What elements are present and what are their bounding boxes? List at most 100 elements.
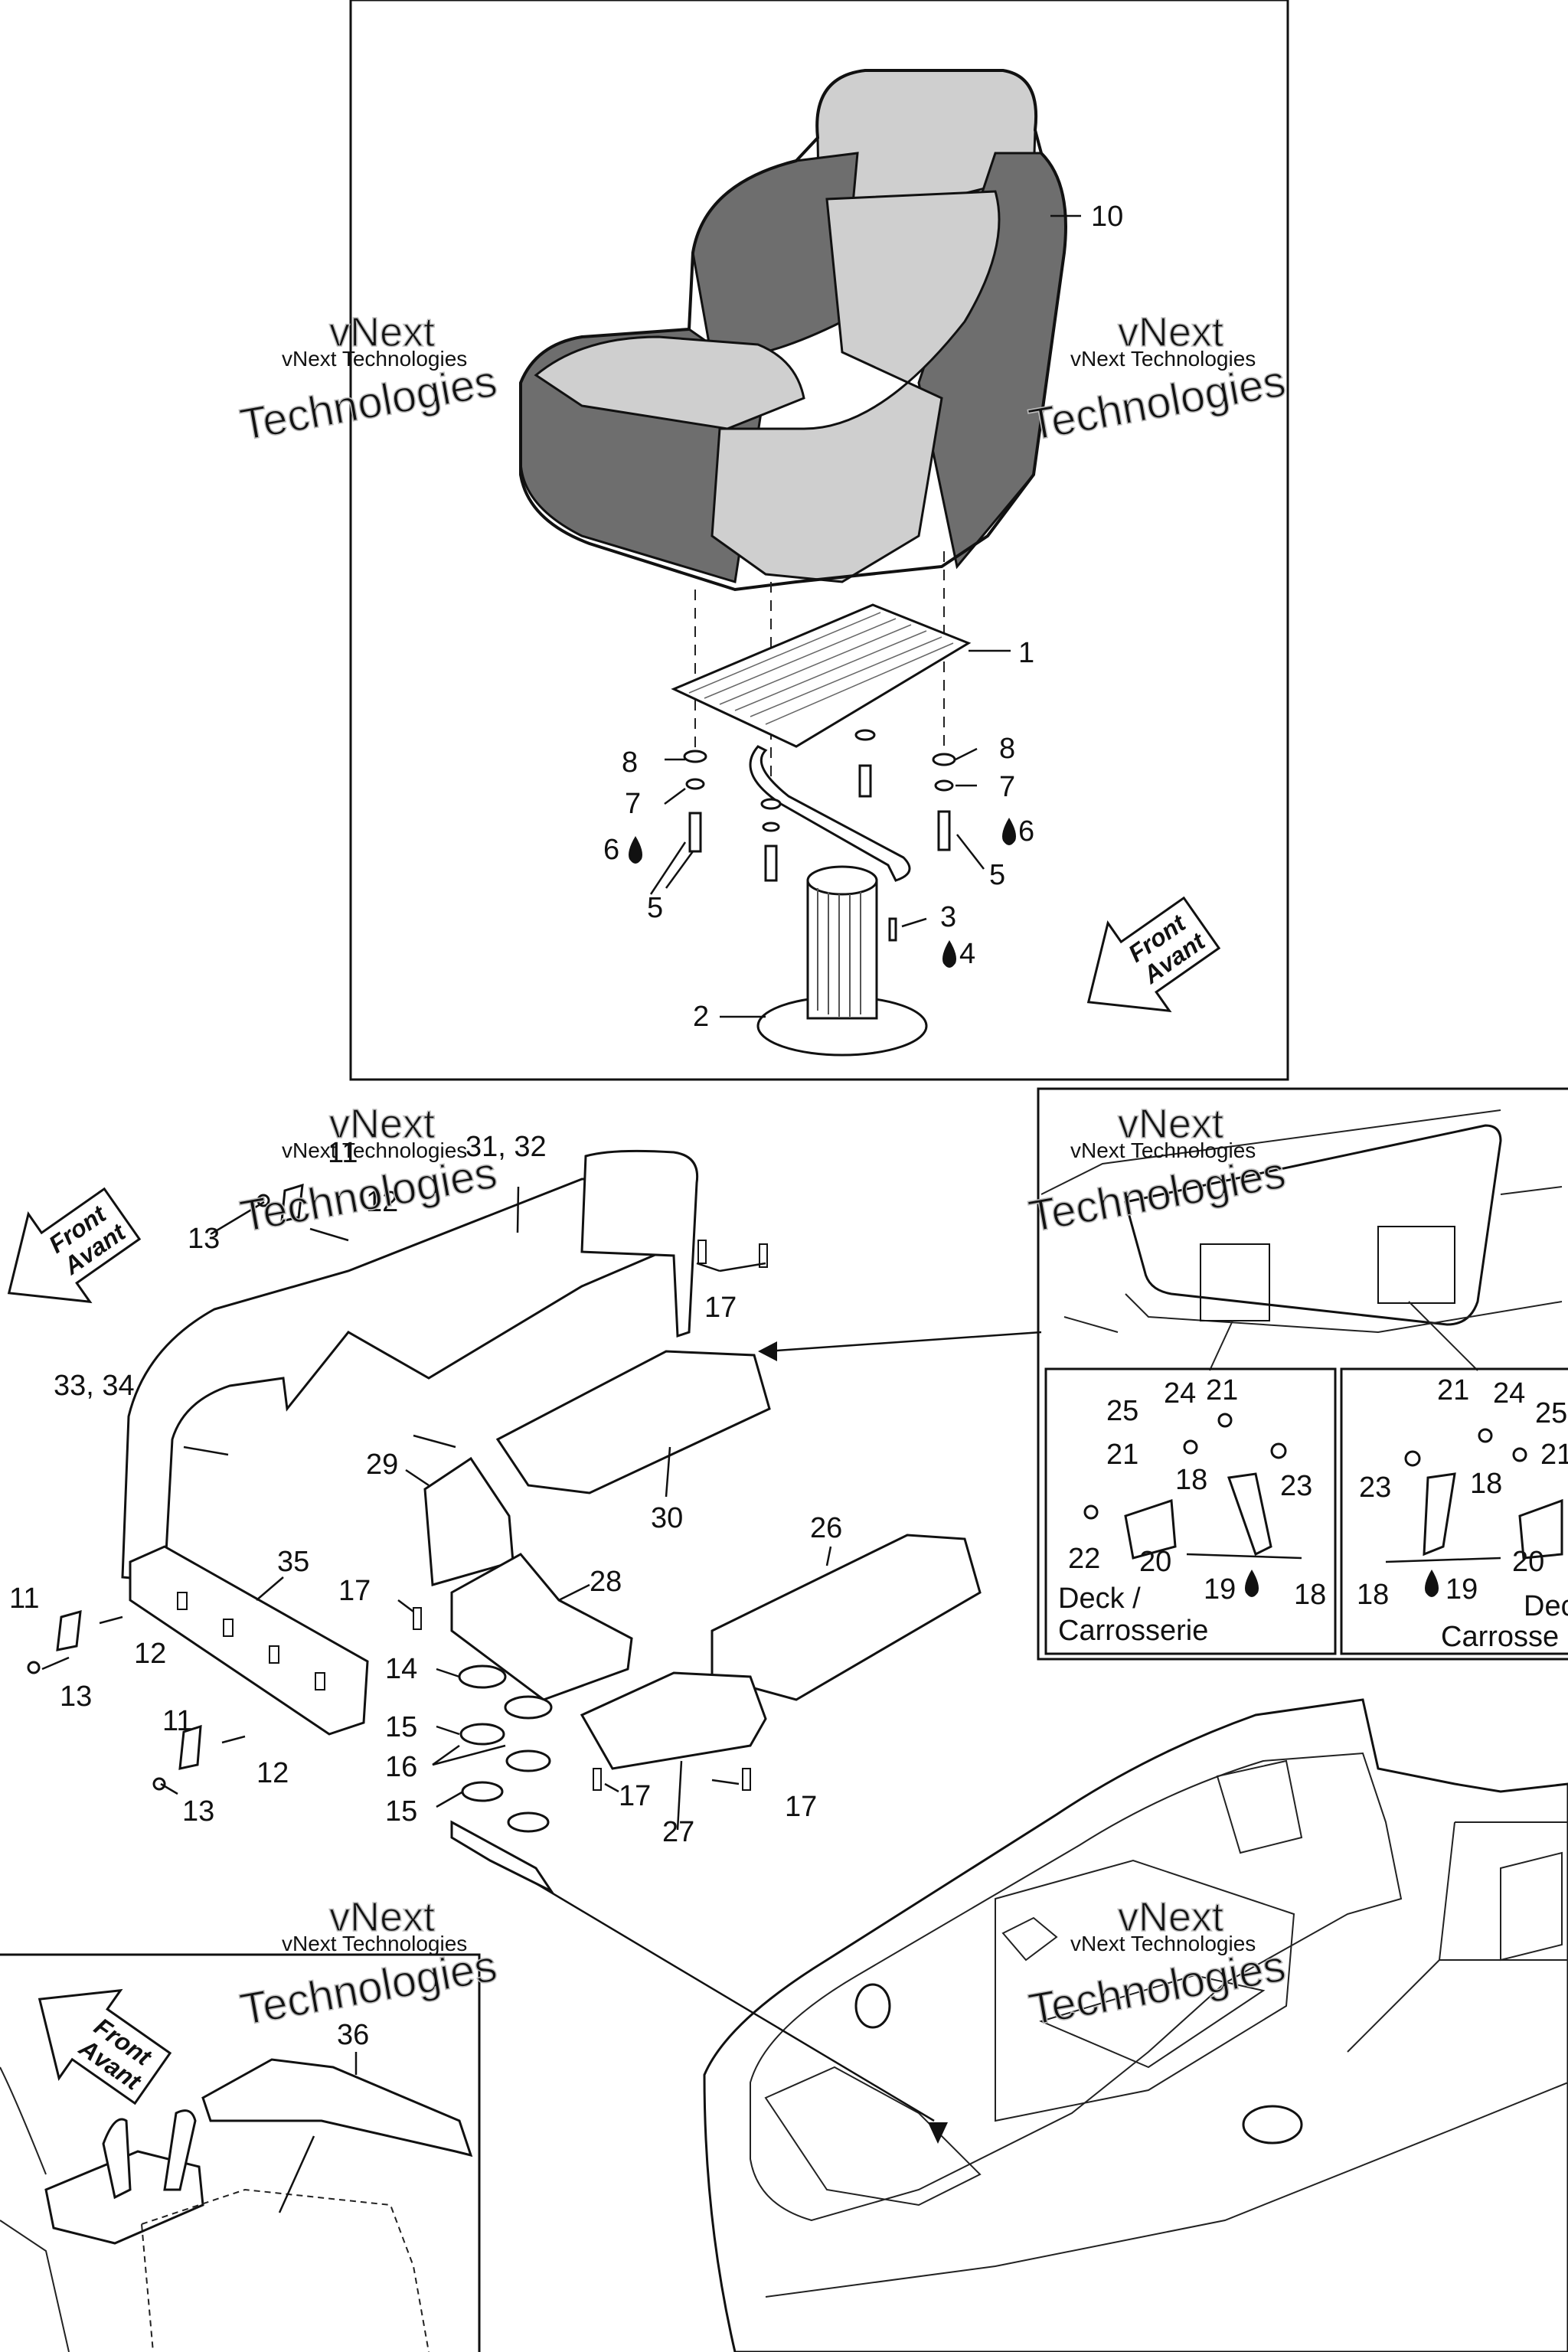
arrow-to-seat bbox=[765, 1331, 1042, 1353]
detail-pointer-right bbox=[1408, 1301, 1478, 1371]
hatch-lid bbox=[1124, 1124, 1502, 1326]
callout-21-left-top: 21 bbox=[1206, 1374, 1238, 1406]
callout-33-34: 33, 34 bbox=[54, 1370, 135, 1402]
callout-21-right-top: 21 bbox=[1437, 1374, 1469, 1406]
watermark-top-right: vNext Technologies vNext Technologies bbox=[1024, 309, 1289, 450]
hardware-left bbox=[683, 750, 707, 853]
callout-12-top: 12 bbox=[366, 1186, 398, 1218]
drop-icon bbox=[1425, 1570, 1439, 1597]
detail-pointer-left bbox=[1209, 1320, 1233, 1371]
hardware-right bbox=[932, 753, 956, 851]
svg-text:vNext Technologies: vNext Technologies bbox=[1070, 347, 1256, 371]
callout-17-bottom-right: 17 bbox=[785, 1791, 817, 1823]
callout-11-mid: 11 bbox=[9, 1583, 39, 1615]
callout-2: 2 bbox=[693, 1001, 709, 1033]
deck-label-left-line2: Carrosserie bbox=[1058, 1615, 1208, 1647]
hinge-detail-box-right bbox=[1377, 1226, 1455, 1304]
watermark-bottom-left: vNext Technologies vNext Technologies bbox=[236, 1893, 501, 2035]
leader-36b bbox=[278, 2135, 315, 2213]
throttle-levers bbox=[102, 2109, 197, 2200]
mounting-plate bbox=[671, 603, 972, 748]
callout-20-left: 20 bbox=[1139, 1546, 1171, 1578]
callout-31-32: 31, 32 bbox=[466, 1131, 547, 1163]
callout-36: 36 bbox=[337, 2019, 369, 2051]
callout-27: 27 bbox=[662, 1816, 694, 1848]
callout-24-left: 24 bbox=[1164, 1377, 1196, 1410]
hardware-center bbox=[760, 729, 876, 882]
console-cushion-36 bbox=[201, 2058, 473, 2158]
bolster-slots bbox=[177, 1592, 325, 1690]
seat-cushion bbox=[519, 69, 1067, 592]
cushion-27 bbox=[580, 1671, 767, 1770]
hinge-detail-box-left bbox=[1200, 1243, 1270, 1321]
callout-23-right: 23 bbox=[1359, 1472, 1391, 1504]
cushion-28 bbox=[450, 1553, 633, 1701]
callout-5-left: 5 bbox=[647, 892, 663, 924]
callout-18-right: 18 bbox=[1357, 1579, 1389, 1611]
callout-8-left: 8 bbox=[622, 746, 638, 779]
svg-text:vNext: vNext bbox=[329, 309, 435, 355]
seat-top-surface bbox=[534, 335, 805, 430]
callout-35: 35 bbox=[277, 1546, 309, 1578]
callout-21-left: 21 bbox=[1106, 1439, 1138, 1471]
front-arrow-icon: Front Avant bbox=[38, 1988, 172, 2105]
hinge-assembly-right bbox=[1385, 1428, 1563, 1563]
leader-lines-top bbox=[649, 214, 1081, 1018]
svg-text:vNext: vNext bbox=[1118, 309, 1223, 355]
callout-6-right: 6 bbox=[1018, 815, 1034, 848]
svg-text:vNext Technologies: vNext Technologies bbox=[282, 1932, 467, 1955]
callout-26: 26 bbox=[810, 1512, 842, 1544]
drop-icon bbox=[629, 836, 642, 864]
callout-17-bottom-left: 17 bbox=[619, 1780, 651, 1812]
console-hull-lines bbox=[0, 2066, 70, 2352]
wraparound-backrest bbox=[121, 1178, 691, 1583]
cup-holder-stack bbox=[450, 1664, 555, 1894]
callout-21-right: 21 bbox=[1540, 1439, 1568, 1471]
callout-22: 22 bbox=[1068, 1543, 1100, 1575]
callout-18-left: 18 bbox=[1294, 1579, 1326, 1611]
svg-text:vNext Technologies: vNext Technologies bbox=[282, 1138, 467, 1162]
svg-text:vNext: vNext bbox=[1118, 1894, 1223, 1940]
callout-1: 1 bbox=[1018, 637, 1034, 669]
hinge-subpanel-right bbox=[1340, 1367, 1568, 1655]
callout-17-top: 17 bbox=[704, 1292, 737, 1324]
drop-icon bbox=[942, 940, 956, 968]
hatch-hull-edge bbox=[1040, 1109, 1563, 1334]
callout-14: 14 bbox=[385, 1653, 417, 1685]
callout-10: 10 bbox=[1091, 201, 1123, 233]
front-arrow-icon: Front Avant bbox=[1086, 896, 1221, 1013]
boat-hull bbox=[703, 1698, 1568, 2352]
side-bolster bbox=[129, 1545, 369, 1736]
callout-11-top: 11 bbox=[328, 1137, 358, 1169]
svg-text:vNext Technologies: vNext Technologies bbox=[1070, 1138, 1256, 1162]
leader-lines-middle bbox=[41, 1186, 832, 1831]
callout-19-right: 19 bbox=[1446, 1573, 1478, 1606]
seat-center-light bbox=[710, 190, 1001, 583]
callout-16: 16 bbox=[385, 1751, 417, 1783]
callout-17-left: 17 bbox=[338, 1575, 371, 1607]
clip-hardware bbox=[27, 1183, 349, 1791]
cushion-29 bbox=[423, 1456, 514, 1586]
drop-icon bbox=[1002, 818, 1016, 845]
front-arrow-icon: Front Avant bbox=[7, 1187, 142, 1304]
callout-25-right: 25 bbox=[1535, 1397, 1567, 1429]
callout-3: 3 bbox=[940, 901, 956, 933]
callout-24-right: 24 bbox=[1493, 1377, 1525, 1410]
callout-4: 4 bbox=[959, 938, 975, 970]
callout-7-right: 7 bbox=[999, 771, 1015, 803]
hinge-assembly-left bbox=[1083, 1413, 1302, 1560]
callout-13-top: 13 bbox=[188, 1223, 220, 1255]
cushion-30 bbox=[495, 1350, 771, 1494]
watermark-mid-left: vNext Technologies vNext Technologies bbox=[236, 1100, 501, 1242]
deck-label-left-line1: Deck / bbox=[1058, 1583, 1141, 1615]
deck-label-right-line2: Carrosse bbox=[1441, 1621, 1559, 1653]
callout-7-left: 7 bbox=[625, 788, 641, 820]
svg-text:vNext: vNext bbox=[329, 1101, 435, 1147]
callout-8-right: 8 bbox=[999, 733, 1015, 765]
hinge-subpanel-left bbox=[1044, 1367, 1337, 1655]
screw-3 bbox=[888, 917, 897, 942]
console-inset-frame bbox=[0, 1953, 481, 2352]
adjust-lever bbox=[749, 745, 911, 882]
deck-label-right-line1: Dec bbox=[1524, 1590, 1568, 1622]
